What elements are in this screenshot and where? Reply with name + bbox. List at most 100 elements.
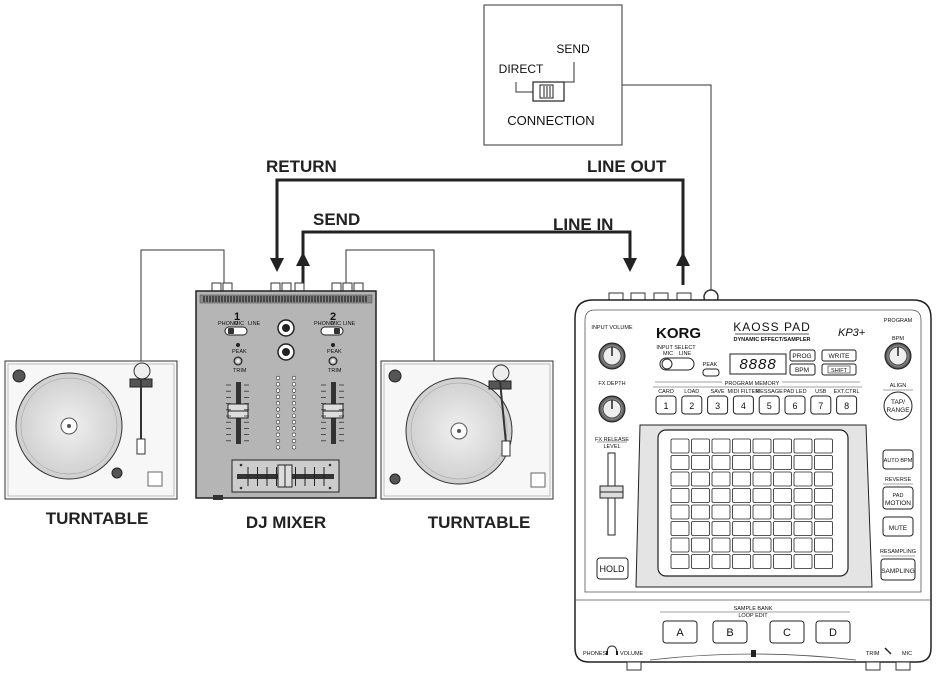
memory-function-label: EXT.CTRL [834, 389, 860, 395]
touch-pad[interactable] [635, 424, 873, 588]
memory-button-6[interactable] [784, 395, 806, 415]
connection-slide-switch-icon [532, 81, 565, 102]
bank-button-d[interactable] [815, 620, 851, 644]
input-select-switch[interactable] [659, 357, 695, 371]
trim-label: TRIM [866, 651, 880, 657]
channel-1-number: 1 [234, 311, 240, 323]
memory-function-label: LOAD [684, 389, 699, 395]
input-mic-label: MIC [663, 351, 673, 357]
model-name: KP3+ [838, 327, 866, 339]
mute-label: MUTE [889, 525, 908, 532]
ch1-trim-label: TRIM [233, 368, 247, 374]
left-turntable [4, 360, 178, 500]
volume-label: VOLUME [620, 651, 644, 657]
peak-label: PEAK [703, 362, 718, 368]
fx-depth-label: FX DEPTH [598, 381, 625, 387]
bpm-button[interactable] [789, 363, 816, 376]
cable-send-line-in [296, 230, 637, 285]
input-select-label: INPUT SELECT [656, 345, 696, 351]
bpm-button-label: BPM [795, 367, 809, 374]
line-out-label: LINE OUT [587, 157, 667, 176]
ch2-trim-knob[interactable] [328, 356, 338, 366]
turntable-start-button-icon [12, 369, 26, 383]
program-label: PROGRAM [884, 318, 913, 324]
mic-jack-label: MIC [902, 651, 912, 657]
mute-button[interactable] [882, 516, 914, 537]
memory-button-2[interactable] [681, 395, 703, 415]
memory-button-number: 6 [792, 401, 797, 411]
fx-release-level-label: LEVEL [603, 444, 620, 450]
dj-mixer: 1 PHONO MIC LINE PEAK TRIM 2 PHONO MIC L… [195, 282, 377, 500]
bank-button-label: A [676, 627, 684, 639]
ch2-trim-label: TRIM [328, 368, 342, 374]
ch2-mic-label: MIC [331, 321, 341, 327]
input-volume-knob[interactable] [598, 342, 626, 370]
memory-function-label: USB [815, 389, 827, 395]
memory-button-number: 8 [844, 401, 849, 411]
channel-2-number: 2 [330, 311, 336, 323]
product-name: KAOSS PAD [733, 320, 810, 334]
shift-button-label: SHIFT [831, 368, 848, 374]
connection-switch-box: SEND DIRECT CONNECTION [483, 4, 623, 146]
motion-label: MOTION [885, 500, 911, 507]
program-memory-label: PROGRAM MEMORY [725, 381, 780, 387]
ch1-peak-led [236, 343, 240, 347]
card-slot-icon [751, 650, 756, 657]
send-position-label: SEND [556, 42, 590, 56]
headphones-icon [606, 645, 618, 655]
memory-button-7[interactable] [810, 395, 832, 415]
prog-button-label: PROG [792, 353, 811, 360]
memory-button-5[interactable] [758, 395, 780, 415]
auto-bpm-label: AUTO BPM [884, 458, 913, 464]
ch2-peak-label: PEAK [327, 349, 342, 355]
sampling-button[interactable] [880, 558, 916, 581]
auto-bpm-button[interactable] [882, 449, 914, 470]
memory-button-3[interactable] [707, 395, 729, 415]
product-subtitle: DYNAMIC EFFECT/SAMPLER [734, 337, 811, 343]
range-label: RANGE [886, 407, 910, 414]
hold-button-label: HOLD [599, 564, 625, 574]
program-bpm-knob[interactable] [884, 342, 912, 370]
ch1-peak-label: PEAK [232, 349, 247, 355]
memory-button-8[interactable] [836, 395, 858, 415]
line-in-label: LINE IN [553, 215, 613, 234]
bank-button-label: C [783, 627, 791, 639]
pad-motion-button[interactable] [882, 486, 914, 510]
ch1-line-label: LINE [248, 321, 261, 327]
hold-button[interactable] [596, 557, 629, 580]
ch1-trim-knob[interactable] [233, 356, 243, 366]
bank-button-c[interactable] [769, 620, 805, 644]
direct-position-label: DIRECT [499, 62, 544, 76]
memory-button-4[interactable] [732, 395, 754, 415]
ch1-fader[interactable] [227, 382, 249, 444]
ch2-fader[interactable] [322, 382, 344, 444]
memory-button-number: 7 [818, 401, 823, 411]
mixer-rear-jacks [211, 282, 364, 292]
tap-label: TAP/ [891, 399, 905, 406]
align-label: ALIGN [890, 383, 907, 389]
resampling-label: RESAMPLING [880, 549, 916, 555]
tap-range-button[interactable]: TAP/ RANGE [883, 391, 913, 421]
right-turntable [380, 360, 554, 500]
memory-button-1[interactable] [655, 395, 677, 415]
ch1-mic-label: MIC [234, 321, 244, 327]
bank-button-b[interactable] [712, 620, 748, 644]
dj-mixer-label: DJ MIXER [246, 513, 326, 532]
right-turntable-label: TURNTABLE [428, 513, 531, 532]
input-volume-label: INPUT VOLUME [591, 325, 632, 331]
memory-function-label: PAD LED [783, 389, 806, 395]
crossfader[interactable] [231, 459, 340, 493]
bank-button-label: B [726, 627, 733, 639]
write-button[interactable] [821, 349, 857, 362]
memory-function-label: MIDI FILTER [728, 389, 760, 395]
fader-scale-ticks [226, 384, 344, 442]
fx-release-fader[interactable] [599, 452, 624, 536]
sample-bank-label: SAMPLE BANK [734, 606, 773, 612]
prog-button[interactable] [789, 349, 816, 362]
bank-button-a[interactable] [662, 620, 698, 644]
fx-depth-knob[interactable] [598, 395, 626, 423]
connection-title: CONNECTION [507, 113, 594, 128]
